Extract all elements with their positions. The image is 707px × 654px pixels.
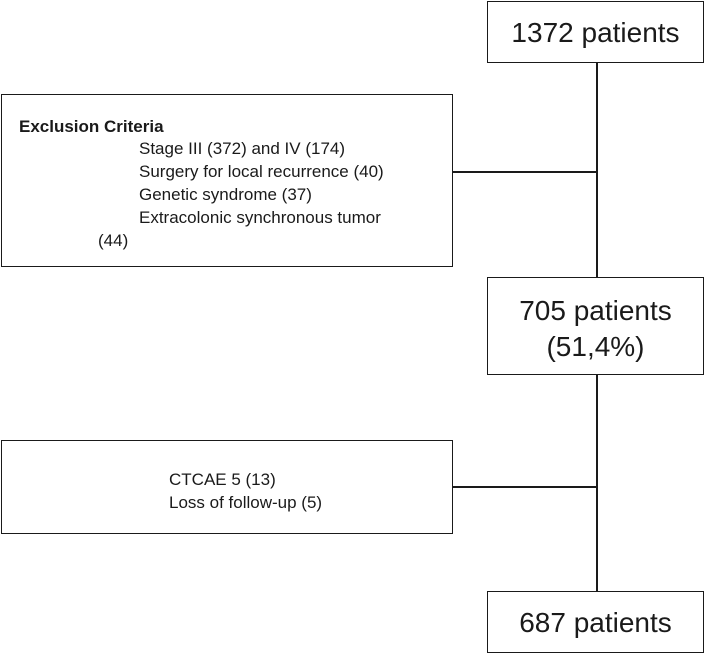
connector-start-to-middle: [596, 63, 598, 277]
start-patients-label: 1372 patients: [511, 17, 680, 48]
exclusion-item: Stage III (372) and IV (174): [139, 139, 346, 158]
exclusion-item: CTCAE 5 (13): [169, 470, 276, 489]
exclusion-item-continuation: (44): [98, 231, 129, 250]
included-patients-percent: (51,4%): [546, 331, 645, 362]
exclusion-item: Extracolonic synchronous tumor: [139, 208, 381, 227]
exclusion-criteria-title: Exclusion Criteria: [19, 117, 164, 136]
connector-second-exclusion: [453, 486, 597, 488]
exclusion-item: Surgery for local recurrence (40): [139, 162, 384, 181]
final-patients-box: 687 patients: [487, 591, 704, 653]
second-exclusion-box: CTCAE 5 (13) Loss of follow-up (5): [1, 440, 453, 534]
included-patients-label: 705 patients (51,4%): [488, 293, 703, 365]
final-patients-label: 687 patients: [519, 607, 672, 638]
exclusion-criteria-box: Exclusion Criteria Stage III (372) and I…: [1, 94, 453, 267]
included-patients-count: 705 patients: [519, 295, 672, 326]
connector-exclusion-criteria: [453, 171, 597, 173]
included-patients-box: 705 patients (51,4%): [487, 277, 704, 375]
exclusion-item: Genetic syndrome (37): [139, 185, 312, 204]
exclusion-item: Loss of follow-up (5): [169, 493, 323, 512]
connector-middle-to-end: [596, 375, 598, 591]
start-patients-box: 1372 patients: [487, 1, 704, 63]
